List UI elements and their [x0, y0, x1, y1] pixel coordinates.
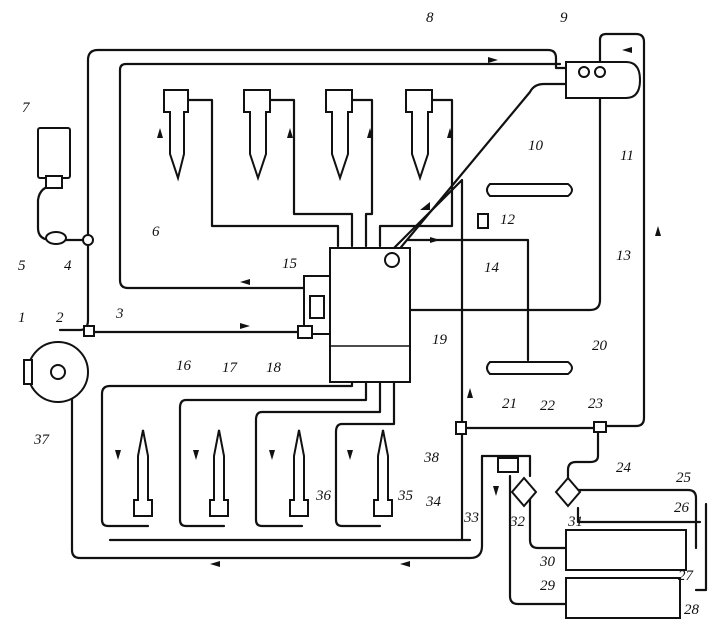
lower-injector-3	[289, 429, 309, 517]
label-9: 9	[560, 10, 568, 26]
label-26: 26	[674, 500, 690, 516]
lower-injector-4	[373, 429, 393, 517]
filter-9-port-a	[578, 66, 590, 78]
label-11: 11	[620, 148, 634, 164]
label-3: 3	[115, 306, 124, 322]
label-2: 2	[56, 310, 64, 326]
label-14: 14	[484, 260, 500, 276]
upper-injector-1	[163, 89, 189, 182]
upper-supply-3	[348, 98, 374, 248]
upper-supply-1	[182, 98, 340, 248]
regulator-15-inner	[309, 295, 325, 319]
label-15: 15	[282, 256, 298, 272]
label-28: 28	[684, 602, 700, 618]
heater-20	[486, 361, 573, 375]
label-31: 31	[567, 514, 583, 530]
label-8: 8	[426, 10, 434, 26]
fine-filter-7	[37, 127, 71, 179]
label-18: 18	[266, 360, 282, 376]
pipe-33	[70, 368, 484, 560]
pipe-13	[408, 88, 602, 312]
label-36: 36	[315, 488, 332, 504]
upper-injector-4	[405, 89, 433, 182]
label-25: 25	[676, 470, 692, 486]
priming-pump-18	[297, 325, 313, 339]
valve-12	[477, 213, 489, 229]
valve-38	[497, 457, 519, 473]
fitting-21	[455, 421, 467, 435]
label-34: 34	[425, 494, 442, 510]
pipe-25	[576, 488, 698, 550]
label-35: 35	[397, 488, 414, 504]
pipe-38-link	[480, 454, 532, 478]
fine-filter-7-base	[45, 175, 63, 189]
cock-31	[554, 476, 582, 508]
label-20: 20	[592, 338, 608, 354]
label-32: 32	[509, 514, 526, 530]
upper-supply-2	[266, 98, 354, 248]
label-5: 5	[18, 258, 26, 274]
tank-28	[565, 577, 681, 619]
label-12: 12	[500, 212, 516, 228]
pipe-16d	[334, 372, 396, 528]
lower-injector-2	[209, 429, 229, 517]
label-19: 19	[432, 332, 448, 348]
pipe-6-lower	[118, 278, 306, 290]
label-37: 37	[33, 432, 51, 448]
pipe-10	[390, 82, 568, 260]
pipe-7	[36, 184, 90, 242]
label-1: 1	[18, 310, 26, 326]
pipe-29	[508, 474, 568, 606]
injection-pump-19	[329, 247, 411, 383]
pipe-8	[86, 48, 568, 242]
pipe-6	[118, 62, 562, 282]
feed-pump-37-flange	[23, 359, 33, 385]
label-23: 23	[588, 396, 603, 412]
label-6: 6	[152, 224, 160, 240]
pipe-30	[528, 490, 568, 550]
pipe-16	[100, 372, 354, 528]
pipe-24	[566, 430, 600, 492]
label-16: 16	[176, 358, 192, 374]
label-17: 17	[222, 360, 239, 376]
lower-injector-1	[133, 429, 153, 517]
heater-upper	[486, 183, 573, 197]
fitting-23	[593, 421, 607, 433]
label-38: 38	[423, 450, 440, 466]
flow-arrows	[115, 47, 661, 567]
label-10: 10	[528, 138, 544, 154]
label-29: 29	[540, 578, 556, 594]
label-7: 7	[22, 100, 31, 116]
label-30: 30	[539, 554, 556, 570]
label-33: 33	[463, 510, 479, 526]
label-27: 27	[678, 568, 695, 584]
label-4: 4	[64, 258, 72, 274]
pipe-3	[58, 238, 90, 332]
tee-2	[83, 325, 95, 337]
pipe-16c	[254, 372, 382, 528]
label-13: 13	[616, 248, 631, 264]
label-21: 21	[502, 396, 517, 412]
cock-32	[510, 476, 538, 508]
tee-4	[82, 234, 94, 246]
pipe-11	[598, 32, 646, 428]
label-24: 24	[616, 460, 632, 476]
pipe-16b	[178, 372, 368, 528]
pipe-28	[694, 502, 708, 592]
feed-pump-37-hub	[50, 364, 66, 380]
pipe-26	[576, 506, 702, 524]
upper-injector-2	[243, 89, 271, 182]
hand-pump-5	[45, 231, 67, 245]
label-22: 22	[540, 398, 556, 414]
filter-9-port-b	[594, 66, 606, 78]
pump-19-valve	[384, 252, 400, 268]
tank-27	[565, 529, 687, 571]
upper-injector-3	[325, 89, 353, 182]
upper-supply-4	[378, 98, 454, 248]
